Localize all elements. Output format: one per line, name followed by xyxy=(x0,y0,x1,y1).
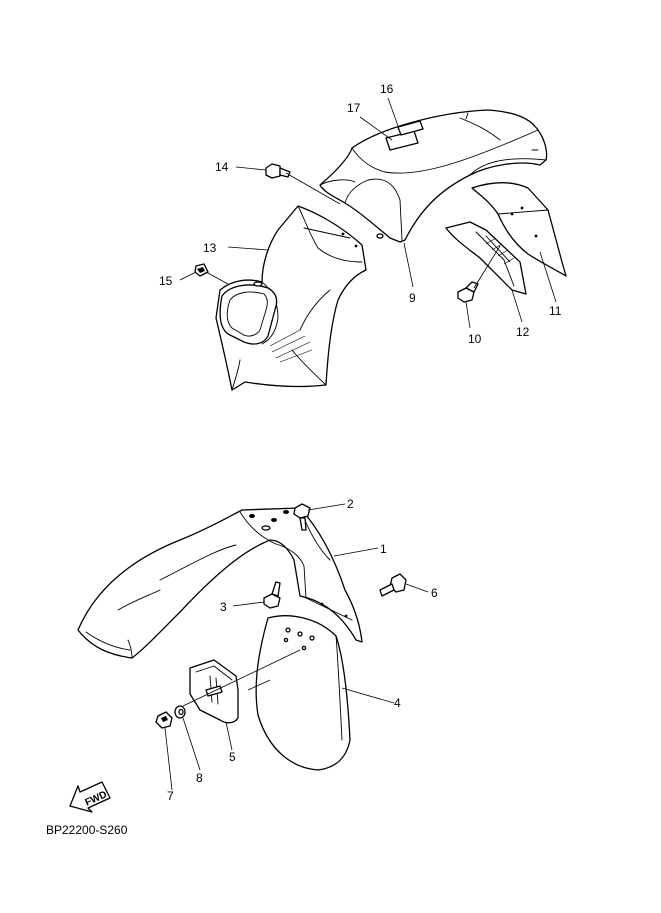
callout-17: 17 xyxy=(347,101,361,115)
callout-1: 1 xyxy=(380,542,387,556)
fwd-arrow-icon: FWD xyxy=(69,781,111,813)
front-fender xyxy=(77,507,363,659)
screw-15 xyxy=(194,263,209,277)
callout-4: 4 xyxy=(394,696,401,710)
callout-11: 11 xyxy=(549,304,562,318)
decal-16 xyxy=(397,120,424,136)
headlight-cover xyxy=(215,205,367,391)
washer xyxy=(174,705,186,719)
callout-10: 10 xyxy=(468,332,482,346)
callout-labels: 16 17 14 13 15 9 11 12 10 2 1 3 6 4 5 8 … xyxy=(159,82,562,803)
callout-15: 15 xyxy=(159,274,173,288)
callout-2: 2 xyxy=(347,497,354,511)
callout-16: 16 xyxy=(380,82,394,96)
figure-code: BP22200-S260 xyxy=(46,823,128,837)
rear-fender-top xyxy=(319,109,548,243)
callout-7: 7 xyxy=(167,789,174,803)
callout-12: 12 xyxy=(516,325,530,339)
bolt-14 xyxy=(265,163,291,179)
bolt-3 xyxy=(263,581,281,609)
callout-13: 13 xyxy=(203,241,217,255)
callout-5: 5 xyxy=(229,750,236,764)
callout-3: 3 xyxy=(220,600,227,614)
callout-14: 14 xyxy=(215,160,229,174)
bolt-2 xyxy=(293,503,311,531)
bolt-6 xyxy=(379,573,407,597)
fender-bracket xyxy=(445,221,527,295)
bolt-10 xyxy=(457,281,479,303)
leader-lines xyxy=(164,97,557,791)
callout-6: 6 xyxy=(431,586,438,600)
callout-9: 9 xyxy=(409,291,416,305)
callout-8: 8 xyxy=(196,771,203,785)
nut xyxy=(155,711,173,729)
mud-flap xyxy=(255,615,351,771)
rear-flap xyxy=(471,182,567,277)
